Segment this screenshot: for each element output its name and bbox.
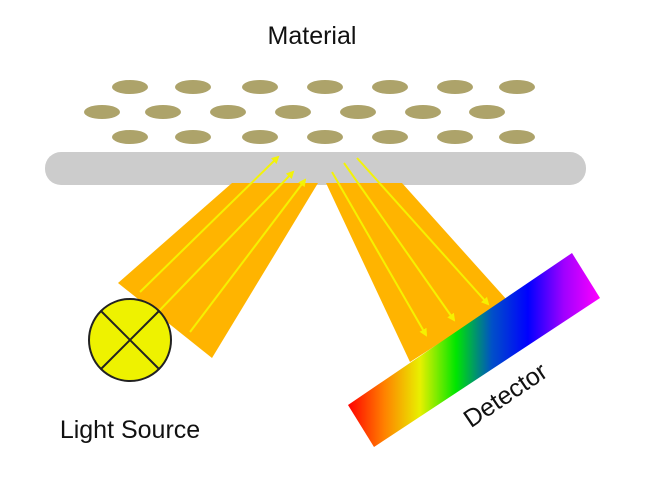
material-particle bbox=[145, 105, 181, 119]
material-label: Material bbox=[268, 22, 357, 50]
incident-ray-arrow-icon bbox=[189, 178, 307, 333]
material-particle bbox=[112, 80, 148, 94]
reflected-beam bbox=[326, 183, 507, 362]
material-particle bbox=[340, 105, 376, 119]
material-particle bbox=[112, 130, 148, 144]
material-particle bbox=[372, 130, 408, 144]
material-particle bbox=[437, 80, 473, 94]
material-particle bbox=[275, 105, 311, 119]
material-particle bbox=[405, 105, 441, 119]
reflected-ray-arrow-icon bbox=[343, 162, 456, 322]
material-particles bbox=[84, 80, 535, 144]
material-particle bbox=[469, 105, 505, 119]
incident-ray-arrow-icon bbox=[157, 170, 295, 313]
reflected-ray-arrow-icon bbox=[331, 171, 427, 337]
material-particle bbox=[84, 105, 120, 119]
material-particle bbox=[175, 130, 211, 144]
incident-beam bbox=[118, 183, 318, 358]
incident-ray-arrow-icon bbox=[139, 155, 280, 293]
detector-spectrum bbox=[348, 253, 600, 447]
material-particle bbox=[307, 130, 343, 144]
light-source-label: Light Source bbox=[60, 416, 200, 444]
material-particle bbox=[242, 130, 278, 144]
material-particle bbox=[372, 80, 408, 94]
material-particle bbox=[210, 105, 246, 119]
reflected-rays bbox=[331, 157, 490, 337]
material-particle bbox=[175, 80, 211, 94]
incident-rays bbox=[139, 155, 307, 333]
material-particle bbox=[499, 80, 535, 94]
substrate bbox=[45, 152, 586, 185]
material-particle bbox=[307, 80, 343, 94]
reflected-ray-arrow-icon bbox=[356, 157, 490, 306]
material-particle bbox=[242, 80, 278, 94]
light-source-lamp-icon bbox=[88, 298, 172, 382]
material-particle bbox=[499, 130, 535, 144]
material-particle bbox=[437, 130, 473, 144]
